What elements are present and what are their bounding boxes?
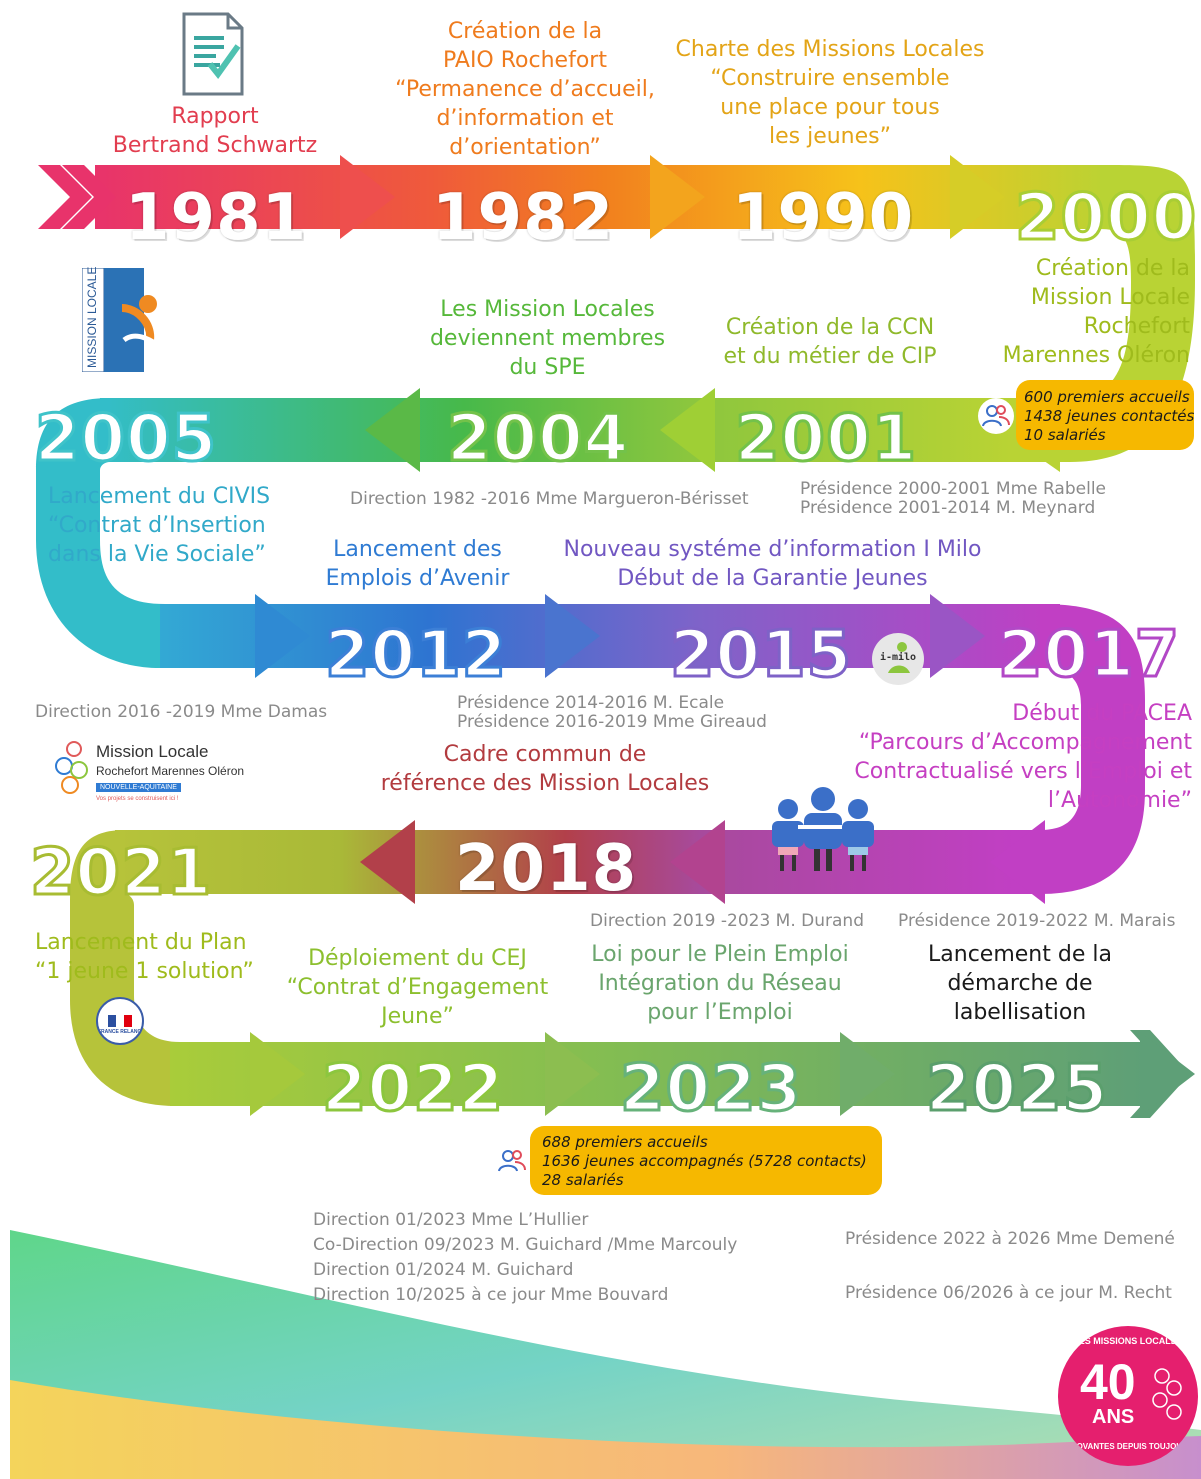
- year-2025: 2025: [924, 1052, 1109, 1126]
- year-2022: 2022: [320, 1052, 505, 1126]
- direction-2016: Direction 2016 -2019 Mme Damas: [35, 702, 328, 722]
- caption-2012: Lancement des Emplois d’Avenir: [325, 537, 510, 591]
- arrow-tip: [365, 388, 420, 472]
- caption-2000: Création de la Mission Locale Rochefort …: [1002, 256, 1190, 368]
- year-2001: 2001: [733, 402, 918, 476]
- people-icon: [978, 398, 1014, 434]
- start-chevron: [38, 165, 92, 229]
- arrow-tip: [255, 594, 310, 678]
- year-1981: 1981: [125, 181, 308, 255]
- arrow-tip: [670, 820, 725, 904]
- caption-2018: Cadre commun de référence des Mission Lo…: [380, 742, 710, 796]
- year-1982: 1982: [432, 181, 615, 255]
- people-icon: [494, 1143, 530, 1179]
- stats-badge-2000: 600 premiers accueils 1438 jeunes contac…: [1016, 380, 1194, 450]
- france-relance-seal: FRANCE RELANCE: [96, 997, 144, 1045]
- year-2015: 2015: [668, 618, 853, 692]
- arrow-tip: [545, 1032, 600, 1116]
- arrow-tip: [650, 155, 705, 239]
- presidence-2019: Présidence 2019-2022 M. Marais: [898, 911, 1176, 931]
- caption-1981: Rapport Bertrand Schwartz: [112, 104, 318, 158]
- caption-1990: Charte des Missions Locales “Construire …: [675, 37, 985, 149]
- year-2005: 2005: [33, 402, 218, 476]
- caption-2005: Lancement du CIVIS “Contrat d’Insertion …: [48, 484, 271, 567]
- arrow-tip: [930, 594, 985, 678]
- arrow-tip: [545, 594, 600, 678]
- year-2000: 2000: [1013, 181, 1198, 255]
- band-turn-3: [1000, 604, 1145, 894]
- year-2004: 2004: [445, 402, 630, 476]
- caption-2021: Lancement du Plan “1 jeune 1 solution”: [35, 930, 254, 984]
- caption-2001: Création de la CCN et du métier de CIP: [723, 315, 937, 369]
- band-turn-2: [36, 398, 260, 668]
- year-1990: 1990: [732, 181, 915, 255]
- caption-2004: Les Mission Locales deviennent membres d…: [429, 297, 666, 380]
- caption-2025: Lancement de la démarche de labellisatio…: [928, 942, 1112, 1025]
- direction-1982: Direction 1982 -2016 Mme Margueron-Béris…: [350, 489, 749, 509]
- presidence-2000: Présidence 2000-2001 Mme Rabelle Préside…: [800, 479, 1107, 518]
- band-row-2: [100, 398, 1010, 462]
- bottom-wave-2: [10, 1380, 1201, 1479]
- mission-locale-logo: MISSION LOCALE: [81, 266, 170, 373]
- arrow-tip: [660, 388, 715, 472]
- year-2023: 2023: [618, 1052, 803, 1126]
- caption-2022: Déploiement du CEJ “Contrat d’Engagement…: [286, 946, 549, 1029]
- year-2021: 2021: [28, 836, 213, 910]
- mission-locale-vertical-text: MISSION LOCALE: [85, 266, 99, 368]
- 40-ans-seal: LES MISSIONS LOCALES 40 ANS INNOVANTES D…: [1058, 1326, 1198, 1466]
- mission-locale-rochefort-logo: Mission Locale Rochefort Marennes Oléron…: [52, 740, 247, 806]
- caption-2017: Début du PACEA “Parcours d’Accompagnemen…: [854, 701, 1192, 813]
- caption-2023: Loi pour le Plein Emploi Intégration du …: [591, 942, 849, 1025]
- band-row-1: [95, 165, 1115, 229]
- document-check-icon: [180, 12, 246, 96]
- year-2018: 2018: [455, 832, 638, 906]
- presidence-2014: Présidence 2014-2016 M. Ecale Présidence…: [457, 693, 767, 732]
- arrow-tip: [250, 1032, 305, 1116]
- band-row-5: [170, 1042, 1145, 1106]
- bottom-wave: [10, 1230, 1201, 1479]
- stats-badge-2023: 688 premiers accueils 1636 jeunes accomp…: [530, 1126, 882, 1195]
- arrow-tip: [840, 1032, 895, 1116]
- presidence-2026: Présidence 06/2026 à ce jour M. Recht: [845, 1283, 1172, 1303]
- i-milo-logo: i-milo: [872, 633, 924, 685]
- group-of-people-icon: [768, 785, 878, 875]
- presidence-2022: Présidence 2022 à 2026 Mme Demené: [845, 1229, 1175, 1249]
- direction-2023: Direction 01/2023 Mme L’Hullier Co-Direc…: [313, 1210, 738, 1305]
- arrow-tip: [360, 820, 415, 904]
- arrow-tip: [340, 155, 395, 239]
- caption-2015: Nouveau systéme d’information I Milo Déb…: [563, 537, 982, 591]
- arrow-tip: [950, 155, 1005, 239]
- year-2012: 2012: [323, 618, 508, 692]
- year-2017: 2017: [996, 618, 1181, 692]
- caption-1982: Création de la PAIO Rochefort “Permanenc…: [395, 19, 655, 160]
- direction-2019: Direction 2019 -2023 M. Durand: [590, 911, 864, 931]
